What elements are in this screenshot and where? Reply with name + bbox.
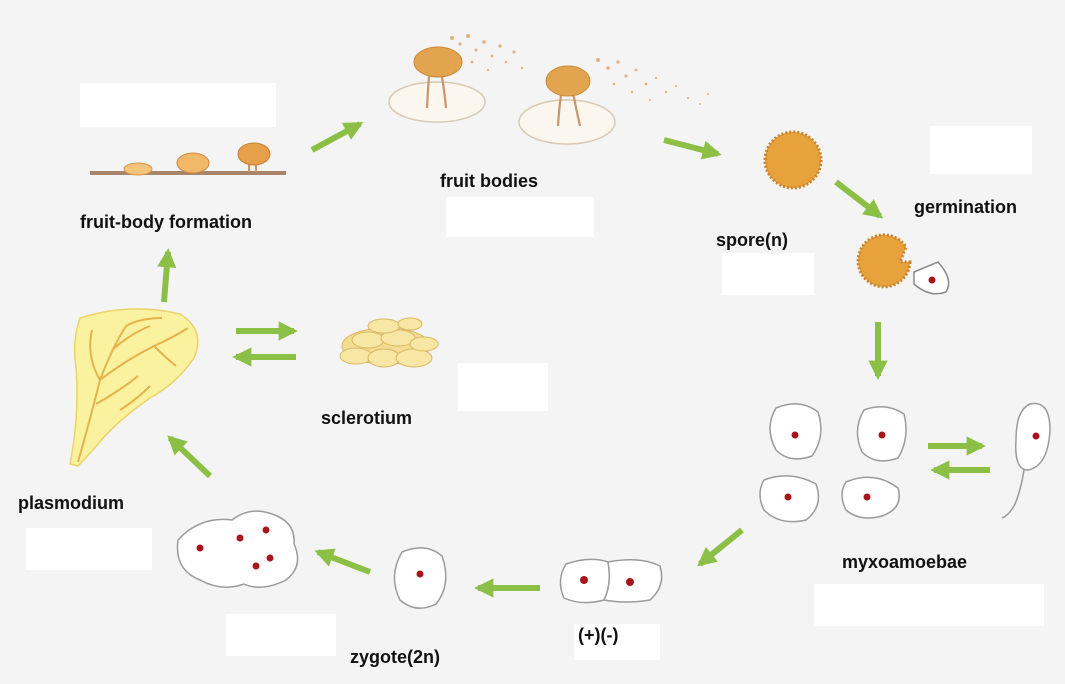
zygote-icon [394,548,445,608]
label-zygote: zygote(2n) [350,648,440,666]
answer-box-5 [458,363,548,411]
label-spore: spore(n) [716,231,788,249]
answer-box-9 [814,584,1044,626]
label-sclerotium: sclerotium [321,409,412,427]
label-germination: germination [914,198,1017,216]
answer-box-7 [226,614,336,656]
answer-box-3 [930,126,1032,174]
label-plasmodium: plasmodium [18,494,124,512]
label-mating: (+)(-) [578,626,618,644]
answer-box-4 [722,253,814,295]
answer-box-6 [26,528,152,570]
answer-box-2 [446,197,594,237]
spore-icon [765,132,821,188]
label-fruit-body-formation: fruit-body formation [80,213,252,231]
label-fruit-bodies: fruit bodies [440,172,538,190]
mating-cells-icon [560,559,661,602]
answer-box-1 [80,83,276,127]
label-myxoamoebae: myxoamoebae [842,553,967,571]
